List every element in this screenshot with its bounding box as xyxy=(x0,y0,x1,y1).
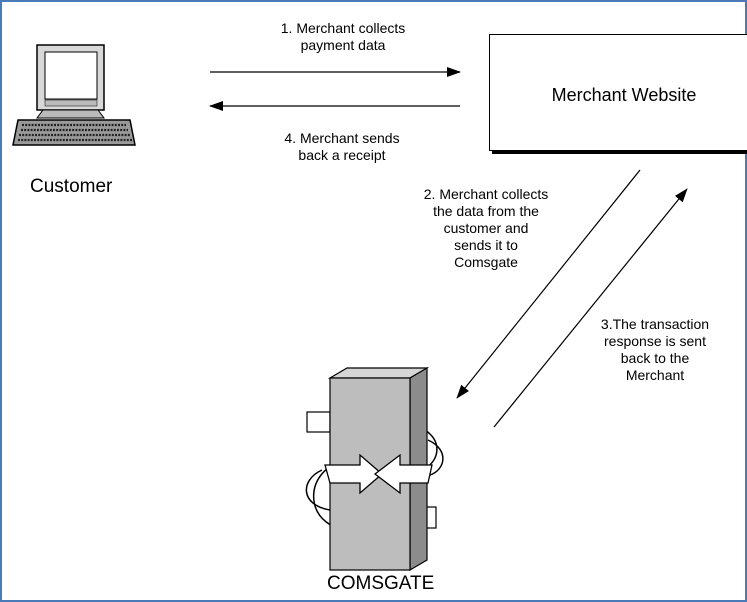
step4-label: 4. Merchant sends back a receipt xyxy=(284,130,400,163)
arrow-step3 xyxy=(493,188,688,428)
step3-label: 3.The transaction response is sent back … xyxy=(600,316,710,383)
step1-label: 1. Merchant collects payment data xyxy=(280,20,406,53)
merchant-website-box: Merchant Website xyxy=(489,34,747,151)
computer-icon xyxy=(12,44,136,146)
comsgate-label: COMSGATE xyxy=(327,573,435,594)
merchant-website-label: Merchant Website xyxy=(551,85,697,105)
step2-label: 2. Merchant collects the data from the c… xyxy=(423,186,549,270)
arrow-step2 xyxy=(456,169,641,399)
server-icon xyxy=(305,366,444,572)
customer-label: Customer xyxy=(30,176,113,197)
